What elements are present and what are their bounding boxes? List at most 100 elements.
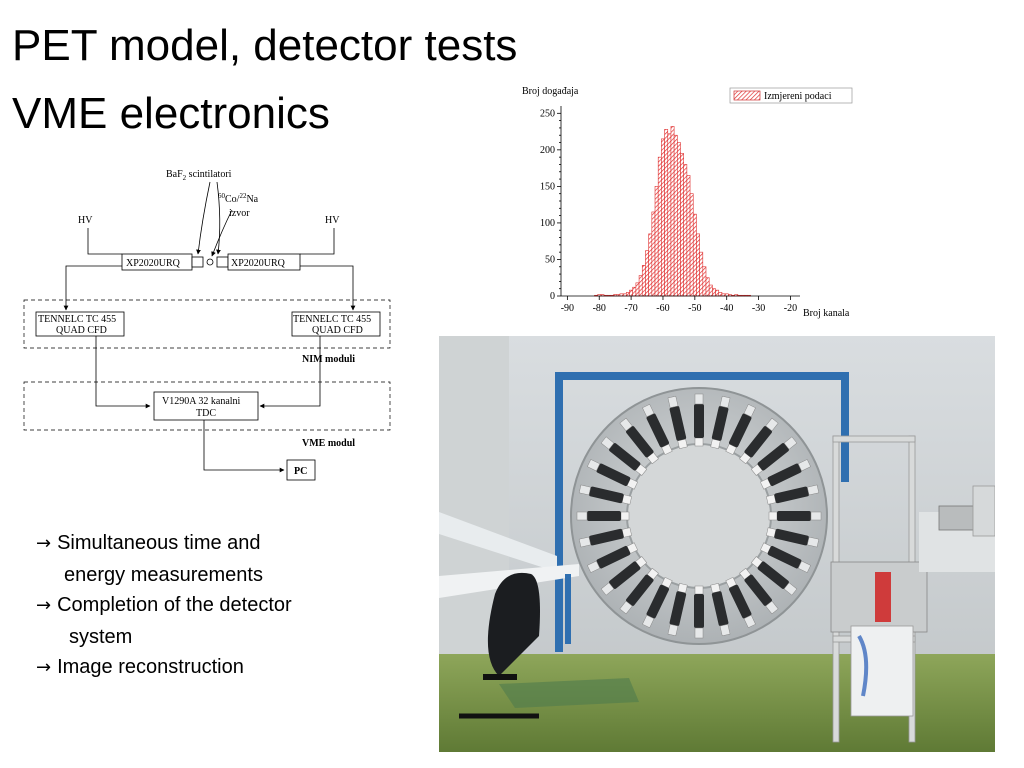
- pmt-tube: [759, 459, 811, 490]
- x-tick-label: -60: [656, 303, 669, 314]
- histogram-bar: [680, 153, 684, 297]
- tdc-line1: V1290A 32 kanalni: [162, 396, 241, 407]
- slide-title-line1: PET model, detector tests: [12, 21, 518, 70]
- block-diagram: BaF2 scintilatori 60Co/22Na izvor HV HV …: [23, 169, 391, 481]
- pmt-tube: [619, 567, 659, 615]
- hv-left-label: HV: [78, 215, 93, 226]
- histogram-bar: [626, 292, 630, 297]
- chart-legend: Izmjereni podaci: [729, 87, 853, 104]
- pmt-tube: [750, 556, 798, 596]
- pmt-tube: [768, 511, 822, 521]
- pmt-tube: [739, 417, 779, 465]
- x-tick-label: -80: [593, 303, 606, 314]
- histogram-bars: [594, 126, 751, 297]
- pmt-tube: [694, 585, 704, 639]
- histogram-bar: [718, 292, 723, 297]
- histogram-bar: [708, 284, 713, 297]
- histogram-bar: [661, 138, 665, 297]
- histogram-bar: [632, 286, 637, 297]
- bullet-list: →Simultaneous time and energy measuremen…: [36, 528, 292, 684]
- pc-label: PC: [294, 466, 307, 477]
- pmt-tube: [759, 542, 811, 573]
- x-tick-label: -30: [752, 303, 765, 314]
- x-tick-label: -20: [784, 303, 797, 314]
- x-tick-label: -40: [720, 303, 733, 314]
- bullet-1-line1: →Simultaneous time and: [36, 532, 261, 554]
- cfd-right-line2: QUAD CFD: [312, 325, 363, 336]
- pmt-tube: [587, 459, 639, 490]
- source-label: 60Co/22Na: [218, 192, 259, 205]
- legend-label: Izmjereni podaci: [764, 91, 832, 102]
- histogram-bar: [651, 211, 656, 297]
- tdc-line2: TDC: [196, 408, 216, 419]
- hv-right-label: HV: [325, 215, 340, 226]
- histogram-chart: -90-80-70-60-50-40-30-20050100150200250 …: [522, 86, 853, 319]
- cfd-left-line1: TENNELC TC 455: [38, 314, 116, 325]
- y-axis-label: Broj događaja: [522, 86, 579, 97]
- histogram-bar: [670, 126, 675, 297]
- y-tick-label: 250: [540, 108, 555, 119]
- pmt-right-label: XP2020URQ: [231, 258, 286, 269]
- histogram-bar: [645, 250, 649, 297]
- pet-ring-photo: [439, 336, 995, 752]
- histogram-bar: [667, 133, 672, 297]
- pmt-tube: [600, 436, 648, 476]
- pmt-tube: [725, 404, 756, 456]
- pmt-tube: [710, 583, 731, 637]
- histogram-bar: [635, 282, 640, 297]
- x-tick-label: -70: [624, 303, 637, 314]
- pmt-tube: [766, 484, 820, 505]
- y-tick-label: 200: [540, 145, 555, 156]
- x-tick-label: -50: [688, 303, 701, 314]
- pmt-tube: [642, 404, 673, 456]
- histogram-bar: [677, 142, 681, 297]
- nim-label: NIM moduli: [302, 354, 355, 365]
- histogram-bar: [629, 289, 634, 297]
- y-tick-label: 150: [540, 181, 555, 192]
- histogram-bar: [648, 233, 653, 297]
- legend-swatch: [733, 90, 761, 101]
- y-tick-label: 0: [550, 291, 555, 302]
- pmt-tube: [578, 527, 632, 548]
- pmt-tube: [642, 576, 673, 628]
- histogram-bar: [654, 186, 659, 297]
- y-tick-label: 50: [545, 254, 555, 265]
- arrow-icon: →: [36, 657, 52, 678]
- pmt-tube: [576, 511, 630, 521]
- x-tick-label: -90: [561, 303, 574, 314]
- histogram-bar: [657, 156, 662, 297]
- x-axis-label: Broj kanala: [803, 308, 850, 319]
- pmt-tube: [710, 395, 731, 449]
- vme-label: VME modul: [302, 438, 355, 449]
- cfd-right-line1: TENNELC TC 455: [293, 314, 371, 325]
- y-tick-label: 100: [540, 218, 555, 229]
- chart-axes: -90 -80 -70 -60 -50 -40 -30 -20 0 50 100 150 200 250: [540, 106, 800, 314]
- pmt-tube: [739, 567, 779, 615]
- bullet-3-line1: →Image reconstruction: [36, 656, 244, 678]
- pmt-ring: [576, 393, 822, 639]
- cfd-left-line2: QUAD CFD: [56, 325, 107, 336]
- arrow-icon: →: [36, 595, 52, 616]
- histogram-bar: [689, 193, 694, 297]
- bullet-1-line2: energy measurements: [64, 563, 263, 586]
- pmt-tube: [619, 417, 659, 465]
- histogram-bar: [673, 134, 678, 297]
- histogram-bar: [696, 233, 700, 297]
- histogram-bar: [699, 251, 704, 297]
- pmt-tube: [667, 583, 688, 637]
- histogram-bar: [702, 266, 707, 297]
- pmt-tube: [667, 395, 688, 449]
- source-izvor-label: izvor: [229, 208, 250, 219]
- pmt-left-label: XP2020URQ: [126, 258, 181, 269]
- histogram-bar: [641, 265, 646, 297]
- scintillator-label: BaF2 scintilatori: [166, 169, 232, 182]
- histogram-bar: [692, 213, 697, 297]
- histogram-bar: [638, 275, 643, 297]
- histogram-bar: [712, 288, 716, 297]
- pmt-tube: [750, 436, 798, 476]
- bullet-2-line1: →Completion of the detector: [36, 594, 292, 616]
- histogram-bar: [683, 164, 688, 297]
- histogram-bar: [705, 277, 710, 297]
- pmt-tube: [578, 484, 632, 505]
- histogram-bar: [664, 129, 669, 297]
